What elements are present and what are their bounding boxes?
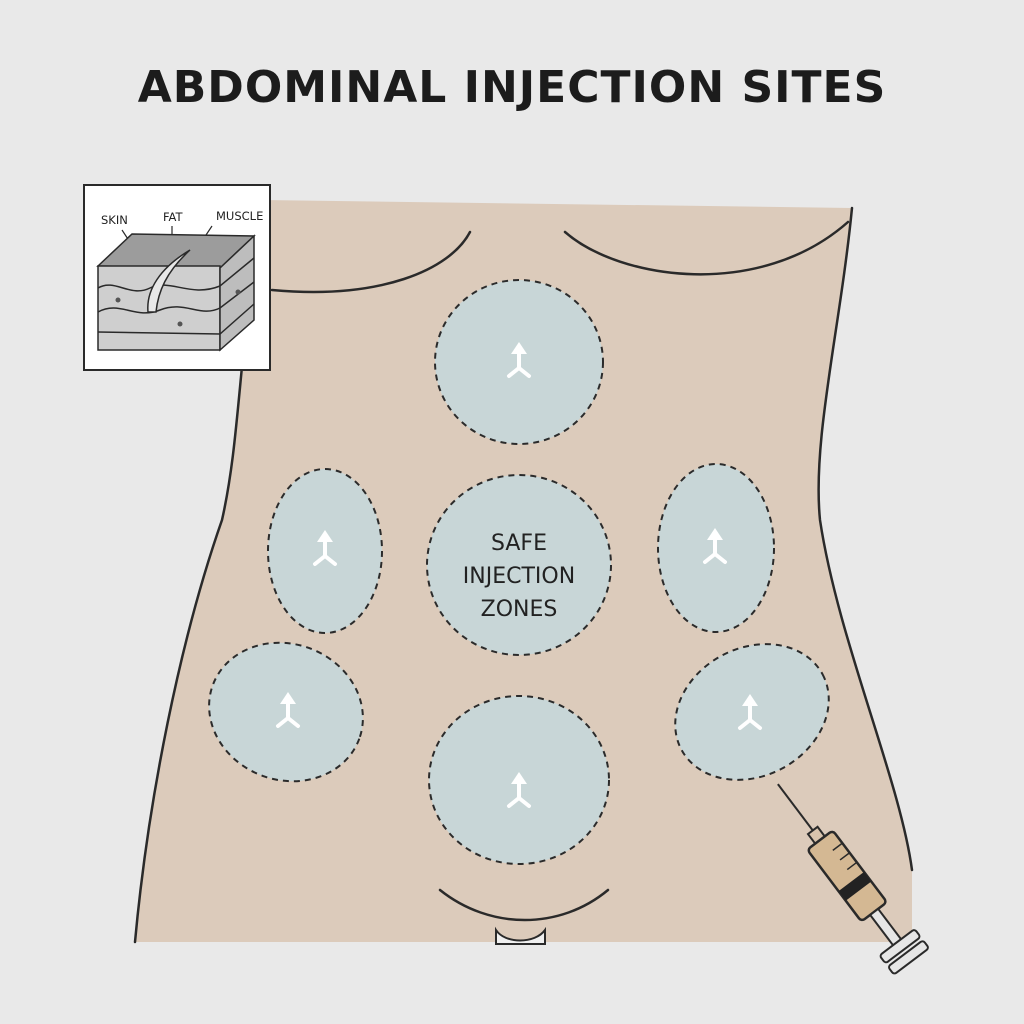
injection-zone-lower-left[interactable] (189, 621, 382, 802)
syringe-icon (777, 783, 929, 975)
injection-zone-lower-center[interactable] (428, 695, 610, 865)
center-label-line-2: INJECTION (463, 564, 575, 589)
lower-abdomen-line (438, 888, 610, 922)
inset-label-muscle: MUSCLE (216, 209, 263, 223)
left-chest-line (270, 230, 472, 294)
page-title: ABDOMINAL INJECTION SITES (137, 62, 887, 113)
injection-zone-upper[interactable] (434, 279, 604, 445)
center-label-line-3: ZONES (481, 597, 558, 622)
groin-gap (495, 926, 546, 945)
injection-zone-middle-left[interactable] (267, 468, 383, 634)
center-label-line-1: SAFE (491, 531, 547, 556)
injection-zone-lower-right[interactable] (651, 618, 852, 806)
skin-layers-inset: SKIN FAT MUSCLE (83, 184, 271, 371)
right-chest-line (563, 220, 850, 276)
inset-label-skin: SKIN (101, 213, 128, 227)
injection-zone-center[interactable]: SAFE INJECTION ZONES (426, 474, 612, 656)
injection-zone-middle-right[interactable] (657, 463, 775, 633)
torso-right-outline (817, 206, 914, 872)
inset-label-fat: FAT (163, 210, 184, 224)
